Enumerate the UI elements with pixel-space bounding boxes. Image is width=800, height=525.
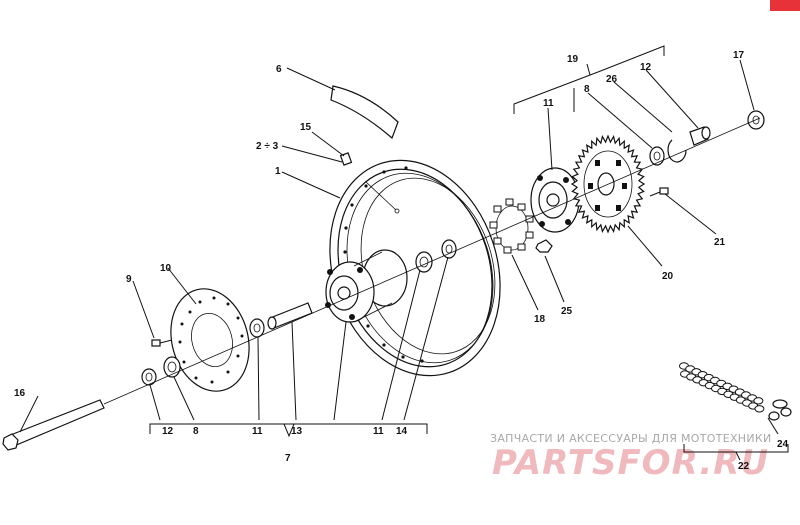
rim-strip-6 [330, 85, 399, 140]
label-22: 22 [738, 461, 750, 472]
seal-14 [441, 239, 457, 259]
label-24: 24 [777, 439, 789, 450]
nut-25 [535, 239, 553, 253]
bracket-22 [683, 444, 789, 461]
spacer-12-left [141, 368, 157, 386]
label-20: 20 [662, 271, 674, 282]
label-8-right: 8 [584, 84, 590, 95]
label-2-3: 2 ÷ 3 [256, 141, 279, 152]
seal-8-right [649, 146, 665, 166]
corner-badge [770, 0, 800, 11]
label-11-left: 11 [252, 426, 263, 437]
label-1: 1 [275, 166, 281, 177]
label-19: 19 [567, 54, 579, 65]
label-21: 21 [714, 237, 726, 248]
brake-disc-10 [170, 288, 250, 392]
label-8-left: 8 [193, 426, 199, 437]
label-16: 16 [14, 388, 26, 399]
circlip-26 [667, 139, 687, 163]
label-12-right: 12 [640, 62, 652, 73]
callout-labels: 6 15 2 ÷ 3 1 9 10 16 12 8 11 13 11 14 7 … [14, 50, 789, 472]
label-9: 9 [126, 274, 132, 285]
label-15: 15 [300, 122, 312, 133]
bolt-21 [649, 187, 669, 197]
bracket-7 [149, 423, 428, 438]
sprocket-carrier [530, 167, 580, 233]
label-12-left: 12 [162, 426, 174, 437]
leader-lines [19, 59, 779, 435]
label-18: 18 [534, 314, 546, 325]
bearing-11-left [249, 318, 265, 338]
cush-drive-18 [489, 198, 534, 254]
seal-8-left [163, 356, 181, 378]
label-11-mid: 11 [373, 426, 384, 437]
spacer-12-right [689, 126, 711, 146]
watermark-brand: PARTSFOR.RU [492, 443, 769, 483]
axle-16 [2, 399, 105, 451]
label-26: 26 [606, 74, 618, 85]
label-13: 13 [291, 426, 303, 437]
label-25: 25 [561, 306, 573, 317]
bearing-11-right [415, 251, 433, 273]
spacer-tube-13 [267, 302, 313, 330]
watermark: ЗАПЧАСТИ И АКСЕССУАРЫ ДЛЯ МОТОТЕХНИКИ PA… [490, 432, 772, 483]
label-17: 17 [733, 50, 745, 61]
wheel-hub [325, 249, 408, 323]
label-11-right: 11 [543, 98, 554, 109]
label-7: 7 [285, 453, 291, 464]
chain-link [754, 405, 765, 413]
label-10: 10 [160, 263, 172, 274]
bracket-19 [513, 45, 665, 114]
chain-22 [679, 362, 792, 421]
label-14: 14 [396, 426, 408, 437]
label-6: 6 [276, 64, 282, 75]
watermark-tagline: ЗАПЧАСТИ И АКСЕССУАРЫ ДЛЯ МОТОТЕХНИКИ [490, 432, 772, 445]
bolt-9 [151, 339, 173, 347]
chain-link [753, 397, 764, 405]
